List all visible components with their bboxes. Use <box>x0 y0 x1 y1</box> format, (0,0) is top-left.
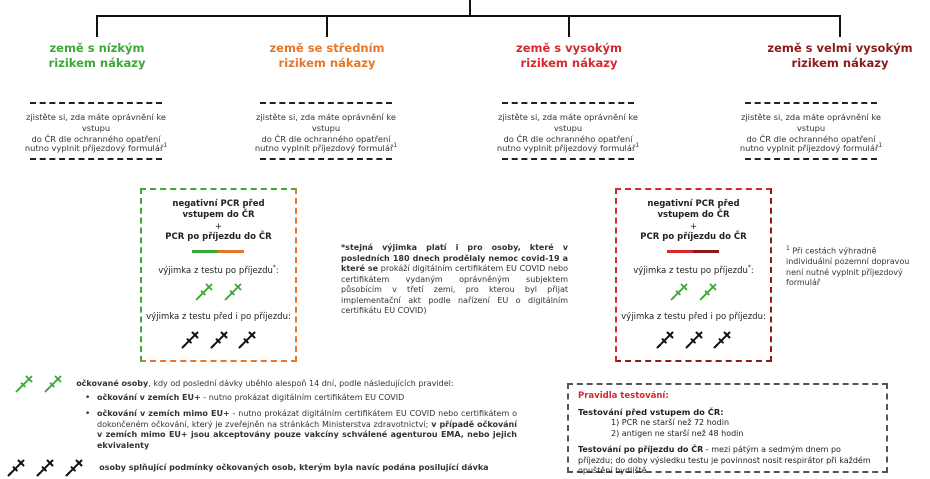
category-low-risk: země s nízkým rizikem nákazy <box>12 41 182 71</box>
green-syringes <box>617 282 770 302</box>
syringe-black-icon <box>684 330 704 350</box>
category-label: země se středním <box>269 41 385 55</box>
pcr-after-title: PCR po příjezdu do ČR <box>165 232 272 242</box>
dashed-divider <box>30 102 162 104</box>
entry-info-text: zjistěte si, zda máte oprávnění ke vstup… <box>498 112 638 144</box>
dashed-divider <box>745 158 877 160</box>
category-very-high-risk: země s velmi vysokým rizikem nákazy <box>755 41 925 71</box>
form-info-text: nutno vyplnit příjezdový formulář1 <box>739 142 883 153</box>
vaccinated-legend: očkované osoby, kdy od poslední dávky ub… <box>14 373 554 394</box>
dashed-divider <box>30 158 162 160</box>
footnote: 1 Při cestách výhradně individuální poze… <box>786 245 910 288</box>
category-label: rizikem nákazy <box>520 56 618 70</box>
syringe-green-icon <box>698 282 718 302</box>
exempt-both-label: výjimka z testu před i po příjezdu: <box>146 312 291 322</box>
form-info-text: nutno vyplnit příjezdový formulář1 <box>24 142 168 153</box>
category-label: rizikem nákazy <box>48 56 146 70</box>
syringe-black-icon <box>180 330 200 350</box>
tree-drop-1 <box>96 15 98 37</box>
syringe-black-icon <box>237 330 257 350</box>
dashed-divider <box>502 102 634 104</box>
syringe-black-icon <box>712 330 732 350</box>
bullet-non-eu-vaccination: očkování v zemích mimo EU+ - nutno proká… <box>85 409 517 451</box>
syringe-green-icon <box>43 374 63 394</box>
category-medium-risk: země se středním rizikem nákazy <box>242 41 412 71</box>
plus-sign: + <box>214 222 223 232</box>
syringe-black-icon <box>655 330 675 350</box>
category-label: rizikem nákazy <box>791 56 889 70</box>
entry-info-text: zjistěte si, zda máte oprávnění ke vstup… <box>256 112 396 144</box>
category-label: země s vysokým <box>516 41 622 55</box>
tree-drop-3 <box>568 15 570 37</box>
green-syringes <box>142 282 295 302</box>
category-label: země s velmi vysokým <box>767 41 913 55</box>
category-high-risk: země s vysokým rizikem nákazy <box>484 41 654 71</box>
syringe-green-icon <box>669 282 689 302</box>
pcr-after-title: PCR po příjezdu do ČR <box>640 232 747 242</box>
category-label: země s nízkým <box>49 41 145 55</box>
before-rule-2: 2) antigen ne starší než 48 hodin <box>611 429 744 438</box>
recovered-exemption-note: *stejná výjimka platí i pro osoby, které… <box>341 243 568 315</box>
syringe-green-icon <box>223 282 243 302</box>
booster-text: osoby splňující podmínky očkovaných osob… <box>99 463 489 472</box>
entry-info-text: zjistěte si, zda máte oprávnění ke vstup… <box>741 112 881 144</box>
color-bar <box>192 250 244 253</box>
exempt-after-label: výjimka z testu po příjezdu*: <box>633 264 754 276</box>
dashed-divider <box>260 102 392 104</box>
tree-bar <box>96 15 841 17</box>
syringe-black-icon <box>64 458 84 478</box>
before-title: Testování před vstupem do ČR: <box>578 407 724 417</box>
dashed-divider <box>745 102 877 104</box>
syringe-black-icon <box>6 458 26 478</box>
vaccinated-intro: očkované osoby, kdy od poslední dávky ub… <box>76 379 454 388</box>
tree-drop-4 <box>839 15 841 37</box>
rules-title: Pravidla testování: <box>578 391 669 401</box>
syringe-black-icon <box>209 330 229 350</box>
form-info-text: nutno vyplnit příjezdový formulář1 <box>496 142 640 153</box>
syringe-black-icon <box>35 458 55 478</box>
exempt-both-label: výjimka z testu před i po příjezdu: <box>621 312 766 322</box>
bullet-eu-vaccination: očkování v zemích EU+ - nutno prokázat d… <box>85 393 517 404</box>
syringe-green-icon <box>14 374 34 394</box>
exempt-after-label: výjimka z testu po příjezdu*: <box>158 264 279 276</box>
after-rule: Testování po příjezdu do ČR - mezi pátým… <box>578 445 871 475</box>
dashed-divider <box>260 158 392 160</box>
entry-info-text: zjistěte si, zda máte oprávnění ke vstup… <box>26 112 166 144</box>
black-syringes <box>617 330 770 350</box>
testing-rules-box: Pravidla testování: Testování před vstup… <box>567 383 888 475</box>
black-syringes <box>142 330 295 350</box>
color-bar <box>667 250 719 253</box>
booster-legend: osoby splňující podmínky očkovaných osob… <box>6 457 546 478</box>
tree-trunk <box>469 0 471 16</box>
tree-drop-2 <box>326 15 328 37</box>
before-rule-1: 1) PCR ne starší než 72 hodin <box>611 418 730 427</box>
category-label: rizikem nákazy <box>278 56 376 70</box>
plus-sign: + <box>689 222 698 232</box>
dashed-divider <box>502 158 634 160</box>
syringe-green-icon <box>194 282 214 302</box>
form-info-text: nutno vyplnit příjezdový formulář1 <box>254 142 398 153</box>
